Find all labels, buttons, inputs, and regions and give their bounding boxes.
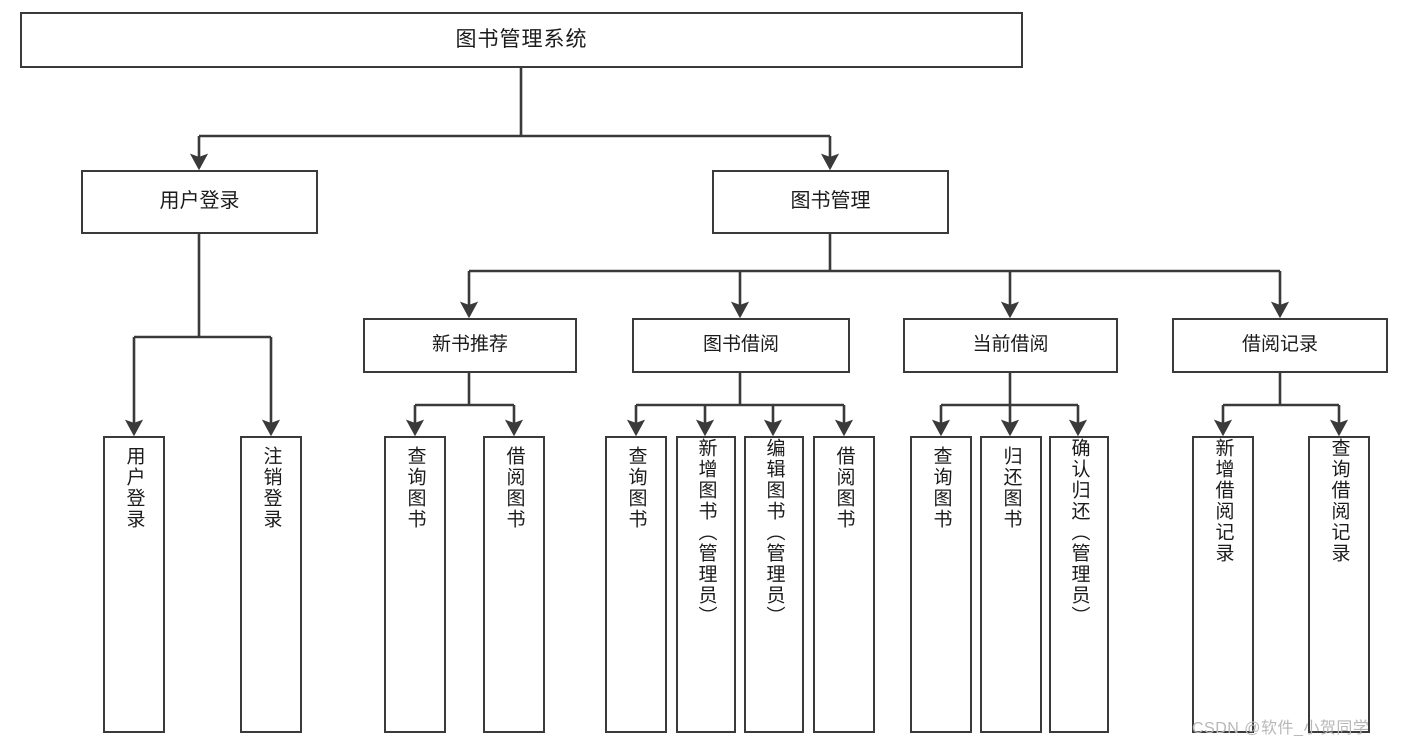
node-root-system[interactable]: 图书管理系统 [20, 12, 1023, 68]
node-user-login-label: 用户登录 [159, 190, 240, 213]
node-leaf-record-query-record[interactable]: 查询借阅记录 [1308, 436, 1370, 733]
node-current-borrow-label: 当前借阅 [972, 334, 1049, 356]
node-leaf-current-confirm-return-admin[interactable]: 确认归还（管理员） [1049, 436, 1109, 733]
node-leaf-borrow-borrow-book-label: 借阅图书 [833, 446, 855, 530]
node-leaf-borrow-add-book-admin[interactable]: 新增图书（管理员） [676, 436, 736, 733]
node-leaf-user-login-signout[interactable]: 注销登录 [240, 436, 302, 733]
node-leaf-borrow-add-book-admin-label: 新增图书（管理员） [695, 438, 717, 627]
node-leaf-borrow-query-book[interactable]: 查询图书 [605, 436, 667, 733]
node-root-system-label: 图书管理系统 [455, 27, 588, 51]
csdn-watermark: CSDN @软件_小贺同学 [1192, 720, 1370, 737]
node-leaf-borrow-query-book-label: 查询图书 [625, 446, 647, 530]
node-leaf-user-login-signin[interactable]: 用户登录 [103, 436, 165, 733]
node-leaf-current-return-book-label: 归还图书 [1000, 446, 1022, 530]
node-leaf-current-query-book[interactable]: 查询图书 [910, 436, 972, 733]
node-leaf-borrow-edit-book-admin-label: 编辑图书（管理员） [763, 438, 785, 627]
node-leaf-recommend-borrow-book-label: 借阅图书 [503, 446, 525, 530]
node-leaf-recommend-borrow-book[interactable]: 借阅图书 [483, 436, 545, 733]
node-user-login[interactable]: 用户登录 [81, 170, 318, 234]
node-book-borrow-label: 图书借阅 [702, 334, 779, 356]
node-book-borrow[interactable]: 图书借阅 [632, 318, 850, 373]
node-leaf-record-add-record-label: 新增借阅记录 [1212, 438, 1234, 564]
node-current-borrow[interactable]: 当前借阅 [903, 318, 1118, 373]
node-leaf-record-add-record[interactable]: 新增借阅记录 [1192, 436, 1254, 733]
node-leaf-borrow-edit-book-admin[interactable]: 编辑图书（管理员） [744, 436, 804, 733]
node-new-book-recommend[interactable]: 新书推荐 [363, 318, 577, 373]
node-leaf-borrow-borrow-book[interactable]: 借阅图书 [813, 436, 875, 733]
node-leaf-recommend-query-book[interactable]: 查询图书 [384, 436, 446, 733]
node-leaf-current-return-book[interactable]: 归还图书 [980, 436, 1042, 733]
node-leaf-record-query-record-label: 查询借阅记录 [1328, 438, 1350, 564]
node-leaf-user-login-signin-label: 用户登录 [123, 446, 145, 530]
node-book-management[interactable]: 图书管理 [712, 170, 949, 234]
node-borrow-record-label: 借阅记录 [1241, 334, 1318, 356]
node-book-management-label: 图书管理 [790, 190, 871, 213]
node-leaf-recommend-query-book-label: 查询图书 [404, 446, 426, 530]
node-leaf-user-login-signout-label: 注销登录 [260, 446, 282, 530]
node-leaf-current-query-book-label: 查询图书 [930, 446, 952, 530]
node-new-book-recommend-label: 新书推荐 [431, 334, 508, 356]
node-leaf-current-confirm-return-admin-label: 确认归还（管理员） [1068, 438, 1090, 627]
node-borrow-record[interactable]: 借阅记录 [1172, 318, 1388, 373]
